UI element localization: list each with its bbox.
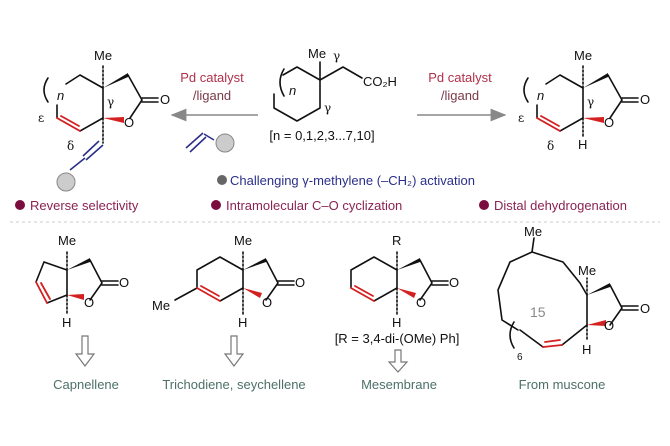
feature-reverse-selectivity: Reverse selectivity: [30, 198, 139, 213]
muscone-n: 6: [517, 352, 523, 363]
substrate-gamma-ring: γ: [324, 101, 331, 115]
right-epsilon-label: ε: [518, 111, 524, 125]
down-arrow-icon: [223, 335, 245, 367]
left-product-carbonyl-o: O: [160, 92, 170, 107]
substrate-acid: CO₂H: [363, 74, 397, 89]
right-catalyst-label: Pd catalyst: [428, 70, 492, 85]
left-delta-label: δ: [67, 139, 74, 153]
down-arrow-icon: [74, 335, 96, 367]
muscone-me2: Me: [578, 263, 596, 278]
trichodiene-o: O: [295, 275, 305, 290]
mesembrane-o: O: [449, 275, 459, 290]
left-epsilon-label: ε: [38, 111, 44, 125]
down-arrow-icon: [387, 349, 409, 373]
muscone-h: H: [582, 342, 591, 357]
mesembrane-ring-o: O: [416, 295, 426, 310]
muscone-structure: Me Me O O H 15 6: [497, 224, 650, 363]
substrate-n-range: [n = 0,1,2,3...7,10]: [269, 128, 374, 143]
substrate-me: Me: [308, 46, 326, 61]
feature-cyclization: Intramolecular C–O cyclization: [226, 198, 402, 213]
left-product-me: Me: [94, 48, 112, 63]
feature-bullet-icon: [211, 200, 221, 210]
capnellene-o: O: [119, 275, 129, 290]
feature-bullet-icon: [15, 200, 25, 210]
mesembrane-structure: R O O H [R = 3,4-di-(OMe) Ph]: [335, 233, 460, 346]
left-n-label: n: [57, 88, 64, 103]
right-product-structure: Me O O γ ε δ H n: [518, 48, 650, 153]
trichodiene-me: Me: [234, 233, 252, 248]
app-name-mesembrane: Mesembrane: [361, 377, 437, 392]
right-delta-label: δ: [547, 139, 554, 153]
capnellene-structure: Me O O H: [35, 233, 129, 330]
trichodiene-ring-o: O: [262, 295, 272, 310]
mesembrane-r-note: [R = 3,4-di-(OMe) Ph]: [335, 331, 460, 346]
challenge-bullet-icon: [217, 175, 227, 185]
right-n-label: n: [537, 88, 544, 103]
feature-bullet-icon: [479, 200, 489, 210]
right-product-me: Me: [574, 48, 592, 63]
muscone-o: O: [640, 301, 650, 316]
mesembrane-r: R: [392, 233, 401, 248]
right-product-ring-o: O: [604, 115, 614, 130]
app-name-capnellene: Capnellene: [53, 377, 119, 392]
left-ligand-label: /ligand: [193, 88, 231, 103]
capnellene-h: H: [62, 315, 71, 330]
trichodiene-h: H: [238, 315, 247, 330]
challenge-text: Challenging γ-methylene (–CH₂) activatio…: [230, 173, 475, 188]
muscone-ring-size: 15: [530, 304, 546, 320]
substrate-gamma-top: γ: [333, 49, 340, 63]
left-product-ring-o: O: [124, 115, 134, 130]
trichodiene-me2: Me: [152, 298, 170, 313]
left-reaction-arrow: Pd catalyst /ligand: [170, 70, 258, 153]
mesembrane-h: H: [392, 315, 401, 330]
left-product-structure: Me O O γ ε δ n: [38, 48, 170, 192]
feature-dehydrogenation: Distal dehydrogenation: [494, 198, 627, 213]
app-name-trichodiene: Trichodiene, seychellene: [162, 377, 305, 392]
right-product-carbonyl-o: O: [640, 92, 650, 107]
right-ligand-label: /ligand: [441, 88, 479, 103]
left-catalyst-label: Pd catalyst: [180, 70, 244, 85]
right-reaction-arrow: Pd catalyst /ligand: [417, 70, 507, 122]
right-gamma-label: γ: [587, 95, 594, 109]
capnellene-me: Me: [58, 233, 76, 248]
substrate-structure: Me γ CO₂H γ n [n = 0,1,2,3...7,10]: [269, 46, 397, 143]
substrate-n: n: [289, 83, 296, 98]
olefin-partner-icon: [215, 133, 235, 153]
capnellene-ring-o: O: [84, 295, 94, 310]
app-name-muscone: From muscone: [519, 377, 606, 392]
right-product-h: H: [578, 137, 587, 152]
left-gamma-label: γ: [107, 95, 114, 109]
muscone-ring-o: O: [604, 318, 614, 333]
trichodiene-structure: Me Me O O H: [152, 233, 305, 330]
muscone-me: Me: [524, 224, 542, 239]
